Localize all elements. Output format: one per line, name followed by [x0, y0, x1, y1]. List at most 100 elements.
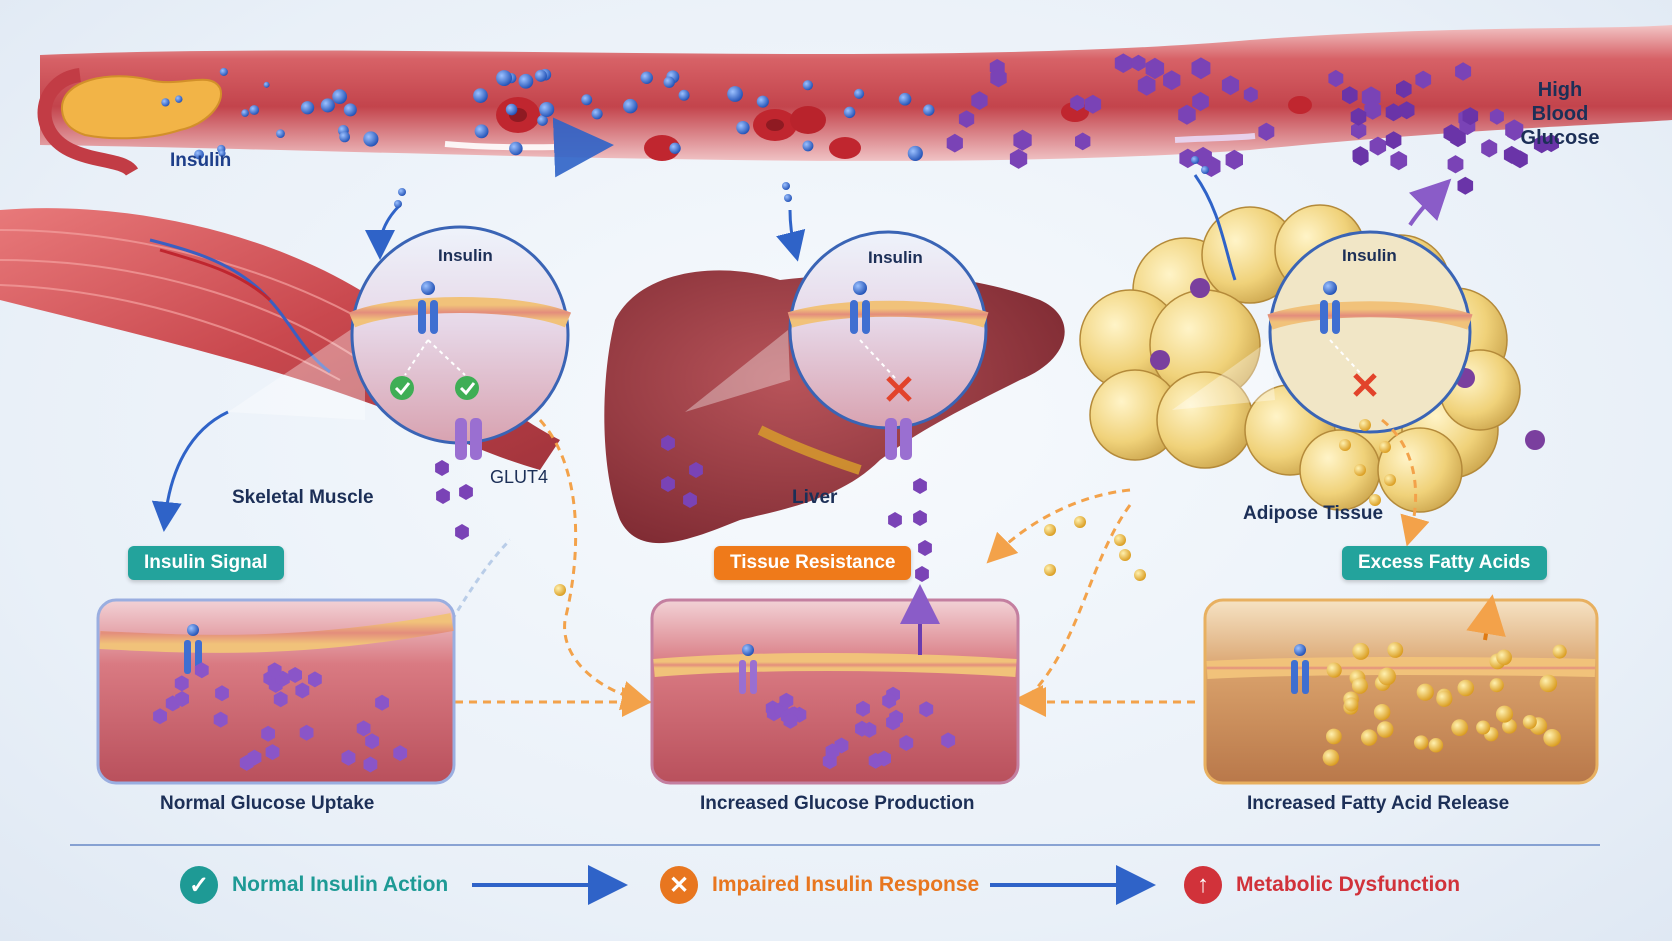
- glucose-molecule: [215, 685, 229, 702]
- glut4-label: GLUT4: [490, 467, 549, 487]
- insulin-molecule: [854, 88, 865, 99]
- skeletal-muscle-label: Skeletal Muscle: [232, 487, 374, 508]
- fatty-acid: [1436, 690, 1453, 707]
- fatty-acid: [554, 584, 566, 596]
- insulin-molecule: [678, 89, 690, 101]
- glucose-molecule: [1178, 104, 1196, 125]
- fatty-acid: [1114, 534, 1126, 546]
- insulin-molecule: [756, 95, 769, 108]
- fatty-acid: [1489, 678, 1504, 693]
- glucose-molecule: [1084, 94, 1102, 114]
- glucose-molecule: [153, 708, 167, 725]
- glucose-molecule: [1225, 149, 1243, 170]
- insulin-molecule: [339, 131, 351, 143]
- fat-cell: [1377, 427, 1463, 513]
- glucose-molecule: [1455, 62, 1472, 81]
- fatty-acid: [1339, 439, 1351, 451]
- glucose-molecule: [459, 484, 473, 500]
- glucose-molecule: [918, 540, 932, 556]
- uptake-path: [450, 538, 512, 621]
- glucose-molecule: [1075, 132, 1091, 151]
- liver-circle-insulin-label: Insulin: [868, 248, 923, 267]
- glucose-molecule: [1512, 150, 1528, 169]
- insulin-molecule: [219, 67, 228, 76]
- increased-fatty-acid-release-label: Increased Fatty Acid Release: [1247, 793, 1510, 814]
- hbg-line-1: High: [1537, 79, 1583, 101]
- fatty-acid: [1369, 494, 1381, 506]
- fatty-acid-paths: [455, 418, 1430, 717]
- insulin-molecule: [534, 69, 547, 82]
- glucose-molecule: [295, 682, 310, 699]
- insulin-molecule: [669, 142, 681, 154]
- glucose-molecule: [1070, 94, 1085, 111]
- glucose-molecule: [913, 478, 927, 494]
- glucose-molecule: [356, 720, 371, 737]
- panel-increased-fatty-acid-release: [1203, 598, 1599, 785]
- glucose-molecule: [1191, 57, 1211, 80]
- glucose-molecule: [882, 692, 897, 709]
- tissue-resistance-badge: Tissue Resistance: [714, 546, 912, 580]
- insulin-molecule: [394, 200, 402, 208]
- glucose-molecule: [783, 712, 798, 729]
- fatty-acid: [1428, 738, 1444, 753]
- glucose-molecule: [1543, 134, 1559, 153]
- glucose-molecule: [888, 512, 902, 528]
- glucose-molecule: [1507, 124, 1522, 141]
- hbg-line-2: Blood: [1531, 103, 1589, 125]
- legend-metabolic-dysfunction: ↑ Metabolic Dysfunction: [1184, 866, 1460, 904]
- fatty-acid: [1376, 721, 1394, 738]
- glucose-molecule: [455, 524, 469, 540]
- glucose-molecule: [1489, 108, 1504, 125]
- insulin-arrows: [151, 174, 1237, 532]
- glucose-molecule: [1114, 53, 1132, 73]
- fatty-acid: [1476, 720, 1491, 735]
- check-marks: [390, 376, 479, 400]
- insulin-molecule: [923, 104, 935, 116]
- glucose-molecule: [1443, 124, 1460, 143]
- insulin-label: Insulin: [170, 150, 232, 171]
- insulin-molecule: [363, 131, 379, 147]
- insulin-receptors: [418, 281, 1340, 334]
- fatty-acid: [1384, 474, 1396, 486]
- glut4-transporters: [455, 418, 912, 460]
- fatty-acid: [1352, 642, 1370, 660]
- insulin-molecule: [736, 120, 750, 135]
- glucose-molecule: [1352, 146, 1369, 165]
- glucose-molecule: [308, 671, 322, 688]
- insulin-molecule: [505, 103, 518, 116]
- insulin-molecule: [539, 101, 555, 118]
- glucose-molecule: [1258, 122, 1275, 141]
- legend-label: Normal Insulin Action: [232, 873, 449, 896]
- fatty-acid: [1413, 735, 1429, 750]
- glucose-molecule: [1145, 57, 1165, 80]
- insulin-molecule: [802, 140, 814, 152]
- insulin-molecule: [907, 145, 923, 161]
- insulin-molecule: [640, 71, 653, 84]
- glucose-molecule: [886, 714, 900, 731]
- glucose-rise-arrow: [1408, 178, 1452, 227]
- glucose-molecule: [213, 711, 228, 728]
- glucose-molecule: [1013, 129, 1032, 151]
- glucose-molecule: [267, 662, 282, 679]
- insulin-molecule: [591, 108, 603, 120]
- panel-receptors: [184, 624, 1309, 694]
- insulin-molecule: [473, 88, 488, 103]
- increased-glucose-production-label: Increased Glucose Production: [700, 793, 975, 814]
- glucose-molecule: [1481, 139, 1498, 158]
- glucose-molecule: [435, 460, 449, 476]
- fatty-acid: [1522, 714, 1537, 730]
- fatty-acid: [1359, 419, 1371, 431]
- insulin-signal-badge: Insulin Signal: [128, 546, 284, 580]
- insulin-molecule: [398, 188, 406, 196]
- glucose-molecule: [1350, 107, 1367, 126]
- fatty-acid: [1457, 679, 1475, 697]
- insulin-molecule: [898, 92, 912, 106]
- fatty-acid: [1451, 719, 1469, 737]
- fatty-acid: [1378, 667, 1396, 686]
- glucose-molecule: [958, 110, 975, 128]
- glucose-molecule: [194, 662, 209, 679]
- signal-paths: [404, 339, 1363, 379]
- glucose-molecule: [855, 720, 869, 737]
- glucose-molecule: [1385, 103, 1402, 122]
- insulin-molecule: [496, 70, 513, 87]
